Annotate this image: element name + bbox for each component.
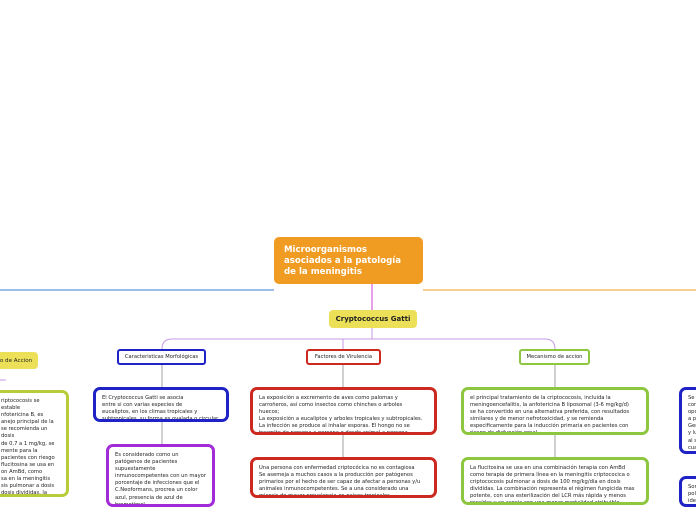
left-partial-box[interactable]: riptococosis se estable nfotericina B, e… — [0, 390, 69, 497]
virulencia-box-1[interactable]: La exposición a excremento de aves como … — [250, 387, 437, 435]
mecanismo-box-1[interactable]: el principal tratamiento de la criptococ… — [461, 387, 649, 435]
category-caracteristicas-morfologicas[interactable]: Caracteristicas Morfológicas — [117, 349, 206, 365]
root-topic[interactable]: Microorganismos asociados a la patología… — [274, 237, 423, 284]
branch-cryptococcus-gatti[interactable]: Cryptococcus Gatti — [329, 310, 417, 328]
virulencia-box-2[interactable]: Una persona con enfermedad criptocócica … — [250, 457, 437, 498]
category-factores-virulencia[interactable]: Factores de Virulencia — [306, 349, 381, 365]
connector-branch-categories — [161, 327, 556, 350]
morfologicas-box-1[interactable]: El Cryptococcus Gatti se asocia entre si… — [93, 387, 229, 422]
left-partial-tag[interactable]: o de Accion — [0, 352, 38, 369]
mecanismo-box-2[interactable]: La flucitosina se usa en una combinación… — [461, 457, 649, 505]
category-mecanismo-accion[interactable]: Mecanismo de accion — [519, 349, 590, 365]
morfologicas-box-2[interactable]: Es considerado como un patógenos de paci… — [106, 444, 215, 507]
right-partial-box-1[interactable]: Se com opo a p Ger y lu al s cua — [679, 387, 696, 454]
